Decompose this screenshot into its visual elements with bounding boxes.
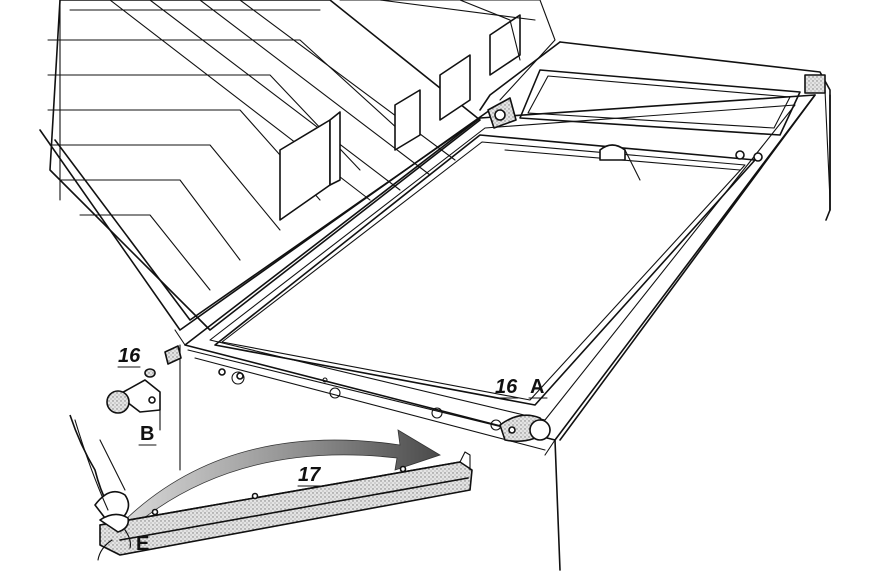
callout-a: A xyxy=(530,376,544,398)
callout-e: E xyxy=(136,533,149,555)
curved-arrow-icon xyxy=(124,429,441,526)
hand-icon xyxy=(69,414,131,561)
base-tray xyxy=(179,41,831,571)
callout-b: B xyxy=(140,423,154,445)
hinge-clip-top xyxy=(487,97,517,129)
hinge-pin-icon xyxy=(499,414,551,443)
callout-16-left: 16 xyxy=(118,345,141,367)
callout-16-right: 16 xyxy=(495,376,518,398)
hinge-pin-icon xyxy=(106,345,182,431)
open-lid-panels xyxy=(39,0,556,346)
front-trim-strip xyxy=(99,451,473,556)
callout-labels: 16 16 A B 17 E xyxy=(117,345,548,555)
callout-17: 17 xyxy=(298,464,321,486)
